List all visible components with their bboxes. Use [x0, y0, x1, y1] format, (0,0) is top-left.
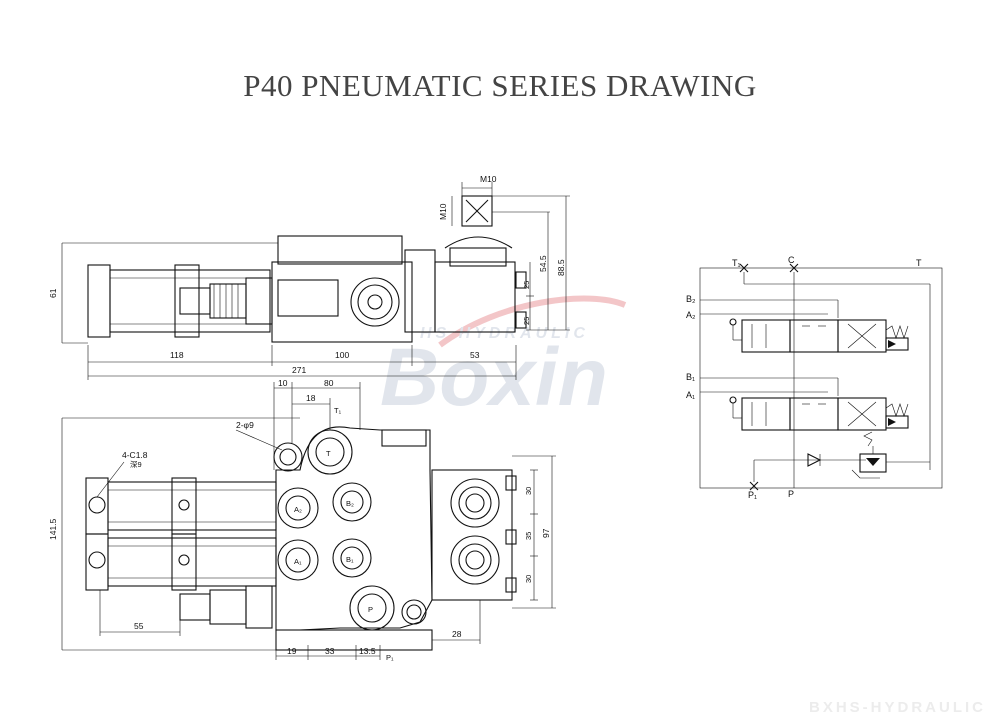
dim-front-97: 97 [541, 528, 551, 538]
front-view: T A₂ B₂ A₁ B₁ P T₁ P₁ 10 80 18 2-φ9 4-C1… [48, 378, 556, 662]
watermark-subtitle: HS HYDRAULIC [420, 325, 589, 342]
dim-side-v3: 25 [522, 281, 531, 289]
side-view: 61 118 100 53 271 M10 M10 54.5 88.5 25 2… [48, 174, 570, 380]
port-A1: A₁ [294, 557, 302, 566]
port-A2: A₂ [294, 505, 302, 514]
dim-front-33: 33 [325, 646, 335, 656]
dim-holes-4: 4-C1.8 [122, 450, 148, 460]
dim-side-right: 53 [470, 350, 480, 360]
sch-label-T: T [916, 258, 922, 268]
dim-side-v2: 88.5 [556, 259, 566, 276]
sch-label-A2: A₂ [686, 310, 696, 320]
dim-front-18: 18 [306, 393, 316, 403]
sch-label-A1: A₁ [686, 390, 695, 400]
dim-front-19: 19 [287, 646, 297, 656]
port-T: T [326, 449, 331, 458]
port-P1: P₁ [386, 653, 394, 662]
dim-front-80: 80 [324, 378, 334, 388]
dim-holes-4-depth: 深9 [130, 460, 142, 469]
dim-top-thread: M10 [480, 174, 497, 184]
watermark-logo: Boxin HS HYDRAULIC [380, 295, 627, 423]
port-B1: B₁ [346, 555, 354, 564]
sch-label-P: P [788, 489, 794, 499]
sch-label-P1: P₁ [748, 490, 757, 500]
page-title: P40 PNEUMATIC SERIES DRAWING [243, 68, 757, 103]
sch-label-C: C [788, 255, 795, 265]
dim-side-middle: 100 [335, 350, 349, 360]
port-P: P [368, 605, 373, 614]
dim-front-13-5: 13.5 [359, 646, 376, 656]
dim-side-v1: 54.5 [538, 255, 548, 272]
dim-front-28: 28 [452, 629, 462, 639]
dim-front-35: 35 [524, 532, 533, 540]
dim-front-10: 10 [278, 378, 288, 388]
dim-front-30b: 30 [524, 575, 533, 583]
dim-front-30a: 30 [524, 487, 533, 495]
sch-label-B2: B₂ [686, 294, 696, 304]
dim-side-left: 118 [170, 350, 184, 360]
dim-front-55: 55 [134, 621, 144, 631]
dim-front-height: 141.5 [48, 518, 58, 540]
port-T1: T₁ [334, 406, 342, 415]
dim-holes-2: 2-φ9 [236, 420, 254, 430]
port-B2: B₂ [346, 499, 354, 508]
dim-side-v4: 25 [522, 317, 531, 325]
watermark-brand: Boxin [380, 332, 608, 423]
sch-label-T1: T₁ [732, 258, 741, 268]
sch-label-B1: B₁ [686, 372, 695, 382]
dim-side-height: 61 [48, 288, 58, 298]
dim-side-total: 271 [292, 365, 306, 375]
hydraulic-schematic: T₁ C T B₂ A₂ B₁ A₁ P₁ P [686, 255, 943, 500]
footer-watermark: BXHS-HYDRAULIC [809, 699, 986, 716]
dim-side-thread: M10 [438, 203, 448, 220]
